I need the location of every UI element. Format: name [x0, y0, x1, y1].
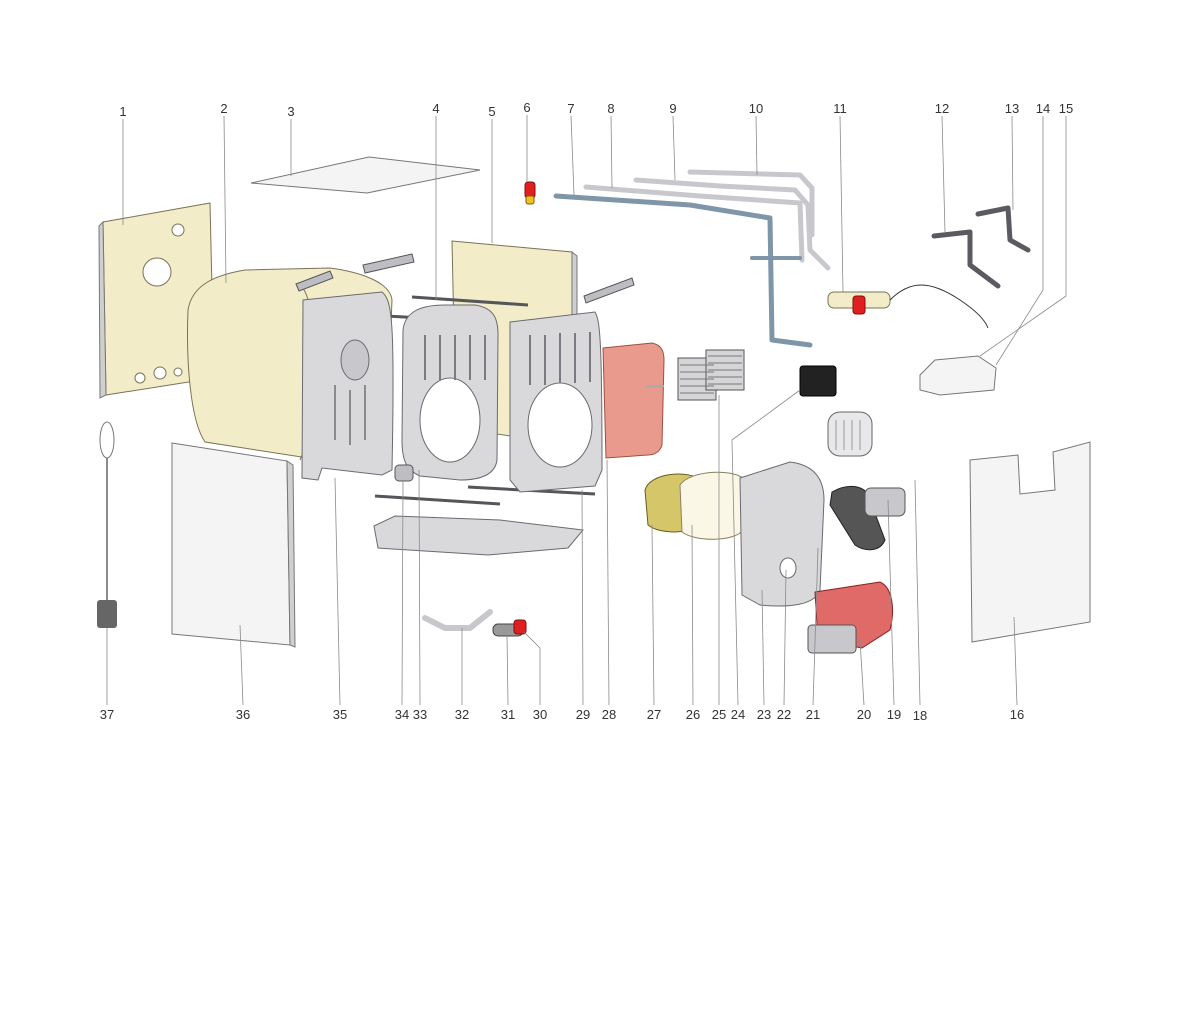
part-oil-burner — [807, 581, 893, 654]
callout-30: 30 — [533, 707, 547, 722]
callout-27: 27 — [647, 707, 661, 722]
callout-10: 10 — [749, 101, 763, 116]
callout-23: 23 — [757, 707, 771, 722]
part-rear-insulation-panel — [98, 202, 215, 399]
callout-20: 20 — [857, 707, 871, 722]
callout-32: 32 — [455, 707, 469, 722]
callout-labels: 1 2 3 4 5 6 7 8 9 10 11 12 13 14 15 16 1… — [100, 100, 1073, 723]
part-drain-fittings — [422, 609, 527, 637]
callout-24: 24 — [731, 707, 745, 722]
part-flow-pipes — [553, 169, 831, 348]
part-base-tray — [373, 515, 584, 556]
callout-13: 13 — [1005, 101, 1019, 116]
part-control-box — [919, 355, 997, 396]
callout-21: 21 — [806, 707, 820, 722]
callout-4: 4 — [432, 101, 439, 116]
part-safety-thermostat — [827, 284, 989, 329]
part-front-section — [509, 311, 603, 493]
callout-35: 35 — [333, 707, 347, 722]
part-burner-housing — [739, 461, 825, 607]
part-air-elbow — [829, 485, 906, 551]
part-ignition-unit — [799, 365, 837, 397]
callout-8: 8 — [607, 101, 614, 116]
callout-5: 5 — [488, 104, 495, 119]
callout-7: 7 — [567, 101, 574, 116]
part-right-panel — [969, 441, 1091, 643]
part-middle-section — [401, 304, 499, 481]
part-connecting-pipes — [931, 205, 1031, 289]
callout-18: 18 — [913, 708, 927, 723]
part-baffles — [677, 349, 745, 401]
part-rear-section — [301, 291, 394, 481]
callout-22: 22 — [777, 707, 791, 722]
callout-26: 26 — [686, 707, 700, 722]
callout-3: 3 — [287, 104, 294, 119]
callout-34: 34 — [395, 707, 409, 722]
part-air-vent — [524, 181, 536, 205]
callout-33: 33 — [413, 707, 427, 722]
part-gaskets — [644, 471, 746, 540]
part-top-panel — [250, 156, 481, 194]
callout-31: 31 — [501, 707, 515, 722]
part-cleaning-brush — [97, 421, 117, 628]
callout-14: 14 — [1036, 101, 1050, 116]
callout-9: 9 — [669, 101, 676, 116]
callout-2: 2 — [220, 101, 227, 116]
callout-25: 25 — [712, 707, 726, 722]
callout-16: 16 — [1010, 707, 1024, 722]
callout-37: 37 — [100, 707, 114, 722]
callout-1: 1 — [119, 104, 126, 119]
callout-11: 11 — [833, 101, 847, 116]
callout-15: 15 — [1059, 101, 1073, 116]
part-brackets — [295, 253, 635, 304]
callout-29: 29 — [576, 707, 590, 722]
part-spacer — [394, 464, 414, 482]
callout-6: 6 — [523, 100, 530, 115]
part-motor-condenser — [827, 411, 873, 457]
part-expansion-vessel — [602, 342, 665, 459]
part-front-door — [171, 442, 296, 648]
callout-28: 28 — [602, 707, 616, 722]
leader-lines — [106, 115, 1067, 706]
callout-12: 12 — [935, 101, 949, 116]
callout-19: 19 — [887, 707, 901, 722]
callout-36: 36 — [236, 707, 250, 722]
